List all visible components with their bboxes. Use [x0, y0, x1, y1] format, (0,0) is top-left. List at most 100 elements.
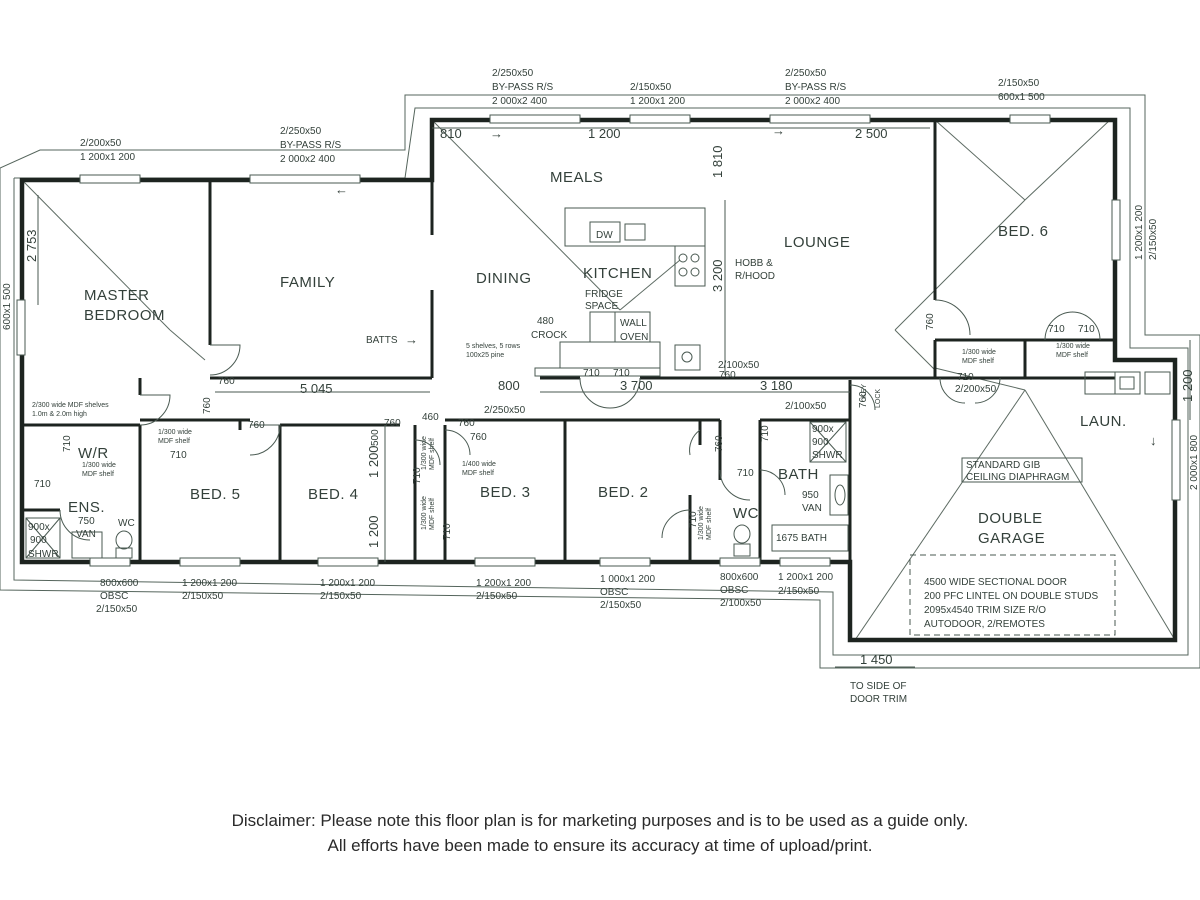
- door-label: 710: [957, 372, 974, 383]
- disclaimer-line-1: Disclaimer: Please note this floor plan …: [231, 811, 969, 830]
- linen-b-1: 1/300 wide: [421, 436, 428, 470]
- door-label: 710: [613, 368, 630, 379]
- win-right2: 2 000x1 800: [1189, 435, 1200, 490]
- garage-note-4: AUTODOOR, 2/REMOTES: [924, 619, 1045, 630]
- crock-label-1: 480: [537, 316, 554, 327]
- room-kitchen: KITCHEN: [583, 265, 652, 282]
- floor-plan: ← → → ↓ → MASTER BEDROOM FAMILY MEALS DI…: [0, 68, 1200, 705]
- wr-shelf-1: 1/300 wide: [82, 462, 116, 469]
- door-label: 760: [858, 391, 869, 408]
- win-right1-1: 1 200x1 200: [1134, 205, 1145, 260]
- door-label: 710: [62, 435, 73, 452]
- disclaimer-line-2: All efforts have been made to ensure its…: [327, 836, 873, 855]
- room-garage-line1: DOUBLE: [978, 510, 1043, 527]
- gib-1: STANDARD GIB: [966, 460, 1041, 471]
- win-b4-2: 2/150x50: [476, 591, 518, 602]
- dim-2753: 2 753: [24, 229, 39, 262]
- dim-2500: 2 500: [855, 126, 888, 141]
- ens-van-2: VAN: [76, 529, 96, 540]
- room-dining: DINING: [476, 270, 532, 287]
- dim-3180: 3 180: [760, 378, 793, 393]
- room-ens: ENS.: [68, 499, 105, 516]
- dimension-labels: 810 1 200 2 500 1 810 2 753 3 200 5 045 …: [24, 126, 1195, 667]
- dim-500: 500: [370, 429, 381, 446]
- room-wc: WC: [733, 505, 759, 522]
- slide-arrows: ← → → ↓ →: [335, 123, 1157, 448]
- door-label: 710: [760, 425, 771, 442]
- gib-box: [961, 457, 1083, 483]
- disclaimer: Disclaimer: Please note this floor plan …: [0, 808, 1200, 858]
- win-top1-1: 2/250x50: [492, 68, 534, 79]
- bed6-shelf-b2: MDF shelf: [1056, 352, 1088, 359]
- door-label: 760: [925, 313, 936, 330]
- door-label: 760: [470, 432, 487, 443]
- room-bed3: BED. 3: [480, 484, 531, 501]
- dim-5045: 5 045: [300, 381, 333, 396]
- to-side-2: DOOR TRIM: [850, 694, 907, 705]
- dim-810: 810: [440, 126, 462, 141]
- shelves-label-2: 100x25 pine: [466, 352, 504, 359]
- exterior-walls: [19, 117, 1178, 643]
- room-bed4: BED. 4: [308, 486, 359, 503]
- dim-1200-right: 1 200: [1180, 369, 1195, 402]
- door-label: 710: [412, 467, 423, 484]
- room-bath: BATH: [778, 466, 819, 483]
- door-label: 760: [714, 435, 725, 452]
- win-b7-2: 2/150x50: [778, 586, 820, 597]
- room-master-line2: BEDROOM: [84, 307, 165, 324]
- arrow-left-icon: ←: [335, 182, 348, 197]
- win-top1-3: 2 000x2 400: [492, 96, 547, 107]
- room-garage-line2: GARAGE: [978, 530, 1045, 547]
- win-top4-1: 2/150x50: [998, 78, 1040, 89]
- door-label: 760: [719, 370, 736, 381]
- bath-van-2: VAN: [802, 503, 822, 514]
- oven-label-1: WALL: [620, 318, 647, 329]
- bed5-shelf-1: 1/300 wide: [158, 429, 192, 436]
- dim-800: 800: [498, 378, 520, 393]
- key-lock-1: KEY: [861, 384, 868, 398]
- linen-c-2: MDF shelf: [706, 508, 713, 540]
- fridge-label-1: FRIDGE: [585, 289, 623, 300]
- dim-3200: 3 200: [710, 259, 725, 292]
- dim-1200-b: 1 200: [366, 515, 381, 548]
- bed6-shelf-a2: MDF shelf: [962, 358, 994, 365]
- win-top4-2: 600x1 500: [998, 92, 1045, 103]
- win-top2-1: 2/150x50: [630, 82, 672, 93]
- win-b3-1: 1 200x1 200: [320, 578, 375, 589]
- kitchen-fixtures: [534, 207, 706, 377]
- door-label: 710: [688, 511, 699, 528]
- win-top1-2: BY-PASS R/S: [492, 82, 553, 93]
- arrow-down-icon: ↓: [1150, 433, 1157, 448]
- linen-a-2: MDF shelf: [429, 498, 436, 530]
- win-b7-1: 1 200x1 200: [778, 572, 833, 583]
- fixture-labels: DW FRIDGE SPACE HOBB & R/HOOD 480 CROCK …: [28, 230, 1098, 705]
- bed3-shelf-2: MDF shelf: [462, 470, 494, 477]
- room-master-line1: MASTER: [84, 287, 150, 304]
- dim-3700: 3 700: [620, 378, 653, 393]
- ens-van-1: 750: [78, 516, 95, 527]
- door-label: 710: [737, 468, 754, 479]
- arrow-right-icon: →: [490, 126, 503, 141]
- arrow-right-icon: →: [772, 123, 785, 138]
- bath-tub: 1675 BATH: [776, 533, 827, 544]
- crock-label-2: CROCK: [531, 330, 567, 341]
- ens-wc: WC: [118, 518, 135, 529]
- win-b5-3: 2/150x50: [600, 600, 642, 611]
- wr-shelves-1: 2/300 wide MDF shelves: [32, 402, 109, 409]
- to-side-1: TO SIDE OF: [850, 681, 907, 692]
- garage-note-1: 4500 WIDE SECTIONAL DOOR: [924, 577, 1067, 588]
- linen-c-1: 1/300 wide: [698, 506, 705, 540]
- door-swings: [59, 299, 1101, 541]
- linen-a-1: 1/300 wide: [421, 496, 428, 530]
- window-labels: 2/250x50 BY-PASS R/S 2 000x2 400 2/150x5…: [2, 68, 1200, 615]
- hobb-label-1: HOBB &: [735, 258, 773, 269]
- win-b6-2: OBSC: [720, 585, 748, 596]
- door-label: 710: [170, 450, 187, 461]
- door-labels: 760 760 760 760 760 760 760 760 710 710 …: [34, 313, 1095, 540]
- arrow-right-icon: →: [405, 332, 418, 347]
- room-meals: MEALS: [550, 169, 603, 186]
- fridge-label-2: SPACE: [585, 301, 618, 312]
- win-b2-1: 1 200x1 200: [182, 578, 237, 589]
- window-openings: [16, 114, 1181, 567]
- door-label: 760: [248, 420, 265, 431]
